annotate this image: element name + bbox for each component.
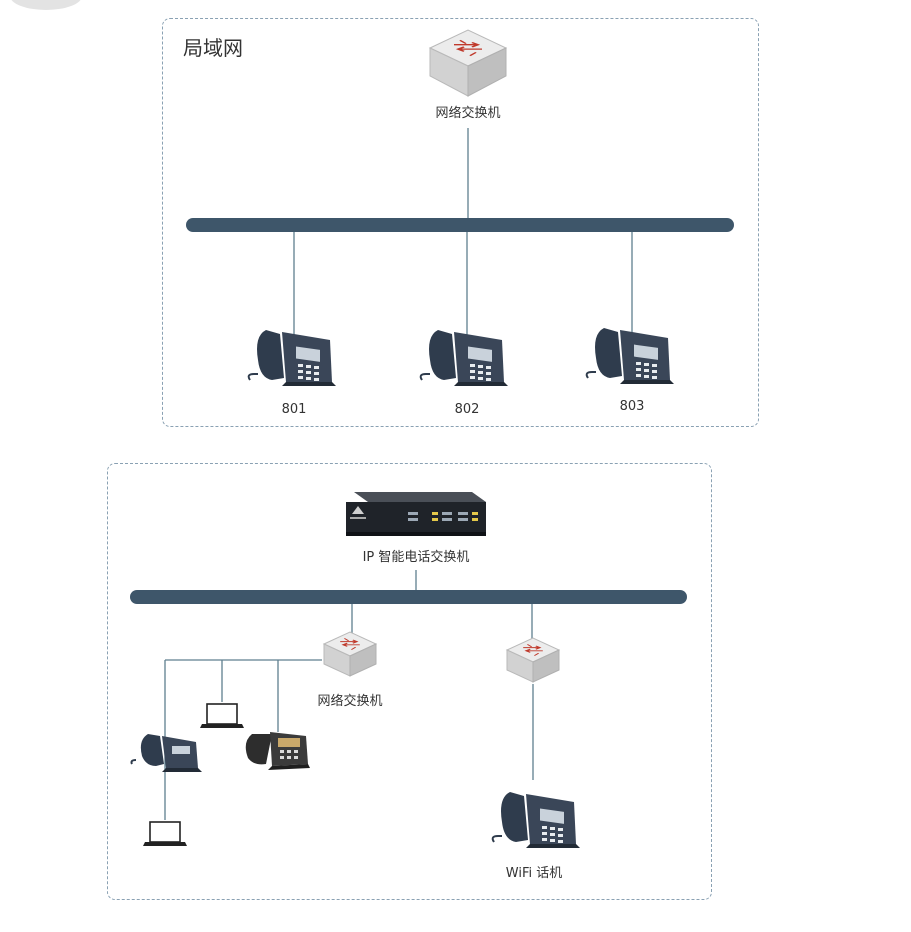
wifi-phone-icon: [493, 792, 580, 848]
ip-phone-icon-pbx-left: [132, 734, 203, 772]
laptop-icon-1: [200, 704, 244, 728]
ip-phone-icon-803: [587, 328, 674, 384]
phone-label-801: 801: [274, 402, 314, 417]
phone-label-802: 802: [447, 402, 487, 417]
pbx-switch-label: 网络交换机: [300, 690, 400, 709]
laptop-icon-2: [143, 822, 187, 846]
lan-switch-icon: [430, 30, 506, 96]
lan-switch-label: 网络交换机: [418, 102, 518, 121]
pbx-label: IP 智能电话交换机: [336, 546, 496, 565]
phone-label-803: 803: [612, 399, 652, 414]
ip-phone-icon-801: [249, 330, 336, 386]
ip-phone-icon-802: [421, 330, 508, 386]
wifi-phone-label: WiFi 话机: [484, 862, 584, 881]
pbx-device-icon: [346, 492, 486, 536]
ip-phone-icon-pbx-middle: [246, 732, 310, 770]
wifi-switch-icon: [507, 638, 559, 682]
pbx-switch-icon: [324, 632, 376, 676]
